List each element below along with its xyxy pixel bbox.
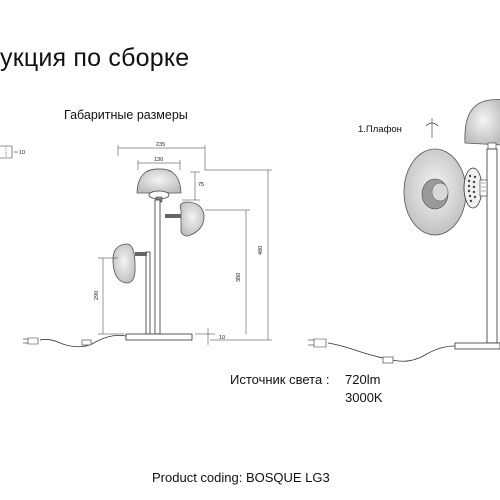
part-label-shade: 1.Плафон [358,124,402,135]
top-shade-width-value: 130 [154,157,163,163]
top-shade [136,168,182,194]
edge-detail: 10 [0,145,25,159]
rotate-arrow-icon [425,118,439,138]
plug-icon [27,337,39,345]
assembly-cable-switch [382,356,394,364]
assembly-top-shade [464,99,500,146]
power-cable [39,334,127,348]
assembly-plug-icon [313,338,327,348]
light-source-lumen: 720lm [345,372,381,387]
left-shade [112,243,136,284]
assembly-view-lamp [308,99,500,364]
lamp-stem [154,199,161,335]
dimensions-heading: Габаритные размеры [64,108,188,122]
lower-height-value: 290 [94,291,100,300]
top-offset-value: 75 [198,182,204,188]
upper-height-value: 380 [236,273,242,282]
product-coding: Product coding: BOSQUE LG3 [152,470,330,485]
edge-thickness-value: 10 [19,150,25,156]
led-module [463,167,488,209]
page-title: укция по сборке [0,44,190,72]
assembly-base [454,342,500,350]
base-thickness-value: 10 [219,335,225,341]
overall-width-value: 235 [156,142,165,148]
front-view-lamp: 235 130 75 [23,142,272,348]
light-source-label: Источник света : [230,372,330,387]
total-height-value: 480 [258,246,264,255]
right-shade [179,201,205,237]
cable-switch [81,339,92,346]
lamp-base [125,333,193,341]
light-source-cct: 3000K [345,390,383,405]
